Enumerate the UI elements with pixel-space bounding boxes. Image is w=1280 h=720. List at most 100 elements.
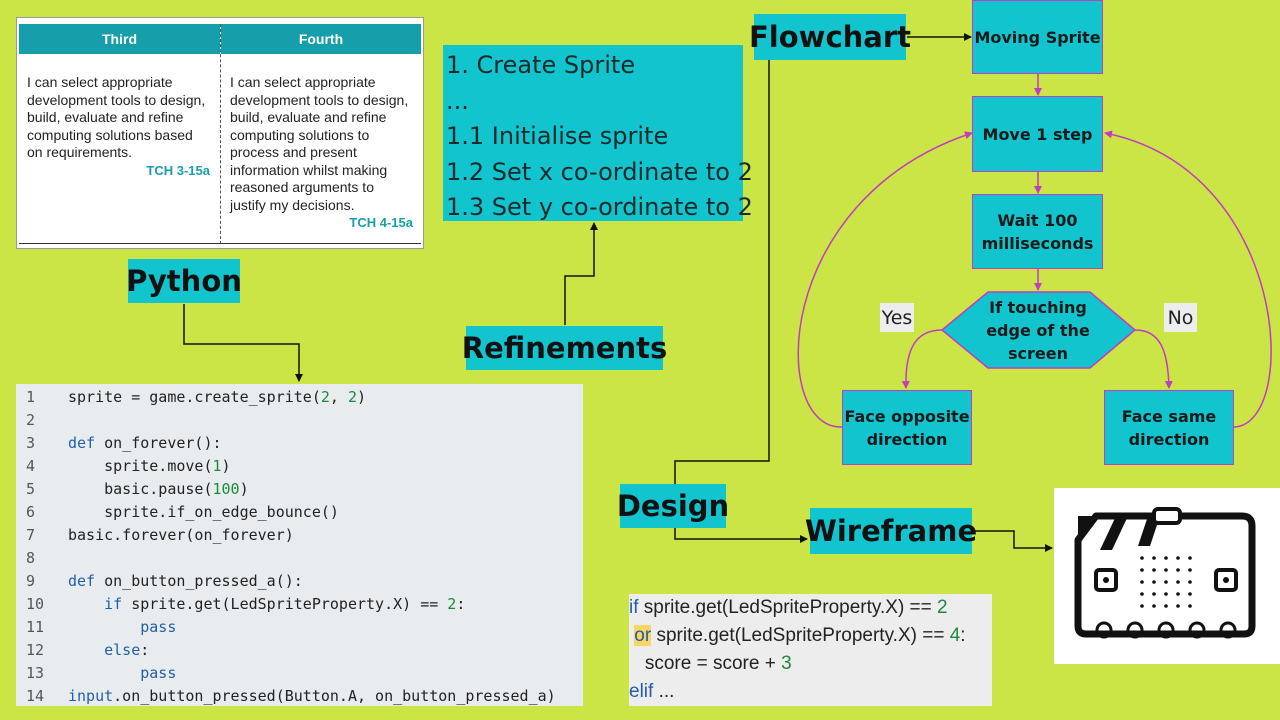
led-dot	[1152, 580, 1156, 584]
code-line: 2	[16, 409, 583, 432]
led-grid	[1140, 556, 1192, 608]
line-number: 8	[26, 549, 36, 567]
code-text: sprite = game.create_sprite(2, 2)	[68, 388, 367, 406]
code-line: 14 input.on_button_pressed(Button.A, on_b…	[16, 685, 583, 708]
line-number: 6	[26, 503, 36, 521]
flow-move-step: Move 1 step	[972, 96, 1103, 172]
condition-snippet: if sprite.get(LedSpriteProperty.X) == 2 …	[629, 594, 992, 706]
design-label: Design	[617, 484, 729, 528]
code-line: 1 sprite = game.create_sprite(2, 2)	[16, 386, 583, 409]
led-dot	[1140, 556, 1144, 560]
snippet-line: or sprite.get(LedSpriteProperty.X) == 4:	[634, 625, 966, 646]
refinement-line: 1.2 Set x co-ordinate to 2	[446, 157, 753, 186]
third-outcome-text: I can select appropriate development too…	[27, 74, 206, 160]
led-dot	[1164, 568, 1168, 572]
led-dot	[1164, 580, 1168, 584]
same-loop-arrow	[1104, 130, 1272, 428]
snippet-line: score = score + 3	[629, 653, 792, 674]
led-dot	[1176, 604, 1180, 608]
led-dot	[1152, 592, 1156, 596]
code-text: if sprite.get(LedSpriteProperty.X) == 2:	[104, 595, 466, 613]
code-text: pass	[140, 618, 177, 636]
code-text: else:	[104, 641, 150, 659]
code-line: 4 sprite.move(1)	[16, 455, 583, 478]
refinements-box: 1. Create Sprite ... 1.1 Initialise spri…	[443, 45, 753, 221]
yes-label: Yes	[880, 303, 914, 332]
flow-face-same: Face same direction	[1104, 390, 1234, 465]
code-line: 5 basic.pause(100)	[16, 478, 583, 501]
wireframe-label: Wireframe	[805, 508, 977, 554]
code-line: 6 sprite.if_on_edge_bounce()	[16, 501, 583, 524]
line-number: 12	[26, 641, 45, 659]
led-dot	[1176, 556, 1180, 560]
line-number: 13	[26, 664, 45, 682]
table-header-third: Third	[19, 24, 220, 54]
design-to-flowchart-line	[674, 60, 770, 484]
led-dot	[1140, 568, 1144, 572]
flow-decision-text: If touching edge of the screen	[986, 297, 1090, 363]
decision-no-arrow	[1134, 329, 1173, 389]
led-dot	[1152, 604, 1156, 608]
python-to-code-arrow	[183, 304, 303, 382]
code-line: 10 if sprite.get(LedSpriteProperty.X) ==…	[16, 593, 583, 616]
led-dot	[1152, 556, 1156, 560]
line-number: 3	[26, 434, 36, 452]
refinement-line: 1.3 Set y co-ordinate to 2	[446, 193, 753, 221]
led-dot	[1164, 592, 1168, 596]
microbit-wireframe	[1054, 488, 1280, 664]
wireframe-to-microbit-arrow	[972, 530, 1053, 552]
code-text: basic.pause(100)	[68, 480, 249, 498]
code-line: 8	[16, 547, 583, 570]
opposite-loop-arrow	[797, 131, 973, 428]
led-dot	[1176, 580, 1180, 584]
line-number: 10	[26, 595, 45, 613]
snippet-line: elif ...	[629, 681, 675, 702]
table-bottom-rule	[19, 243, 421, 244]
refinement-line: 1.1 Initialise sprite	[446, 122, 669, 150]
line-number: 9	[26, 572, 36, 590]
refinement-line: ...	[446, 86, 469, 115]
snippet-line: if sprite.get(LedSpriteProperty.X) == 2	[629, 597, 948, 618]
led-dot	[1188, 604, 1192, 608]
code-text: sprite.move(1)	[68, 457, 231, 475]
microbit-icon	[1074, 507, 1256, 639]
python-label: Python	[126, 259, 242, 303]
fourth-outcome-text: I can select appropriate development too…	[230, 74, 409, 213]
code-line: 9 def on_button_pressed_a():	[16, 570, 583, 593]
python-code-block: 1 sprite = game.create_sprite(2, 2) 2 3 def …	[16, 384, 583, 706]
refinements-to-box-arrow	[564, 222, 598, 325]
code-text: input.on_button_pressed(Button.A, on_but…	[68, 687, 556, 705]
led-dot	[1176, 568, 1180, 572]
code-line: 12 else:	[16, 639, 583, 662]
refinements-label: Refinements	[462, 326, 667, 370]
line-number: 1	[26, 388, 36, 406]
led-dot	[1164, 604, 1168, 608]
led-dot	[1176, 592, 1180, 596]
flow-face-opposite: Face opposite direction	[842, 390, 972, 465]
code-text: def on_forever():	[68, 434, 222, 452]
table-header-fourth: Fourth	[221, 24, 421, 54]
code-line: 11 pass	[16, 616, 583, 639]
line-number: 14	[26, 687, 45, 705]
fourth-outcome-code: TCH 4-15a	[349, 215, 413, 230]
led-dot	[1188, 556, 1192, 560]
line-number: 4	[26, 457, 36, 475]
code-text: basic.forever(on_forever)	[68, 526, 294, 544]
led-dot	[1140, 580, 1144, 584]
table-divider	[220, 24, 221, 244]
led-dot	[1152, 568, 1156, 572]
code-text: pass	[140, 664, 177, 682]
led-dot	[1140, 604, 1144, 608]
line-number: 5	[26, 480, 36, 498]
code-line: 3 def on_forever():	[16, 432, 583, 455]
no-label: No	[1164, 303, 1197, 332]
flow-wait: Wait 100 milliseconds	[972, 194, 1103, 269]
refinement-line: 1. Create Sprite	[446, 51, 636, 79]
flowchart-label: Flowchart	[749, 14, 911, 60]
code-line: 13 pass	[16, 662, 583, 685]
line-number: 2	[26, 411, 36, 429]
table-cell-fourth: I can select appropriate development too…	[220, 54, 423, 244]
edge-pins	[1095, 621, 1237, 639]
code-text: def on_button_pressed_a():	[68, 572, 303, 590]
